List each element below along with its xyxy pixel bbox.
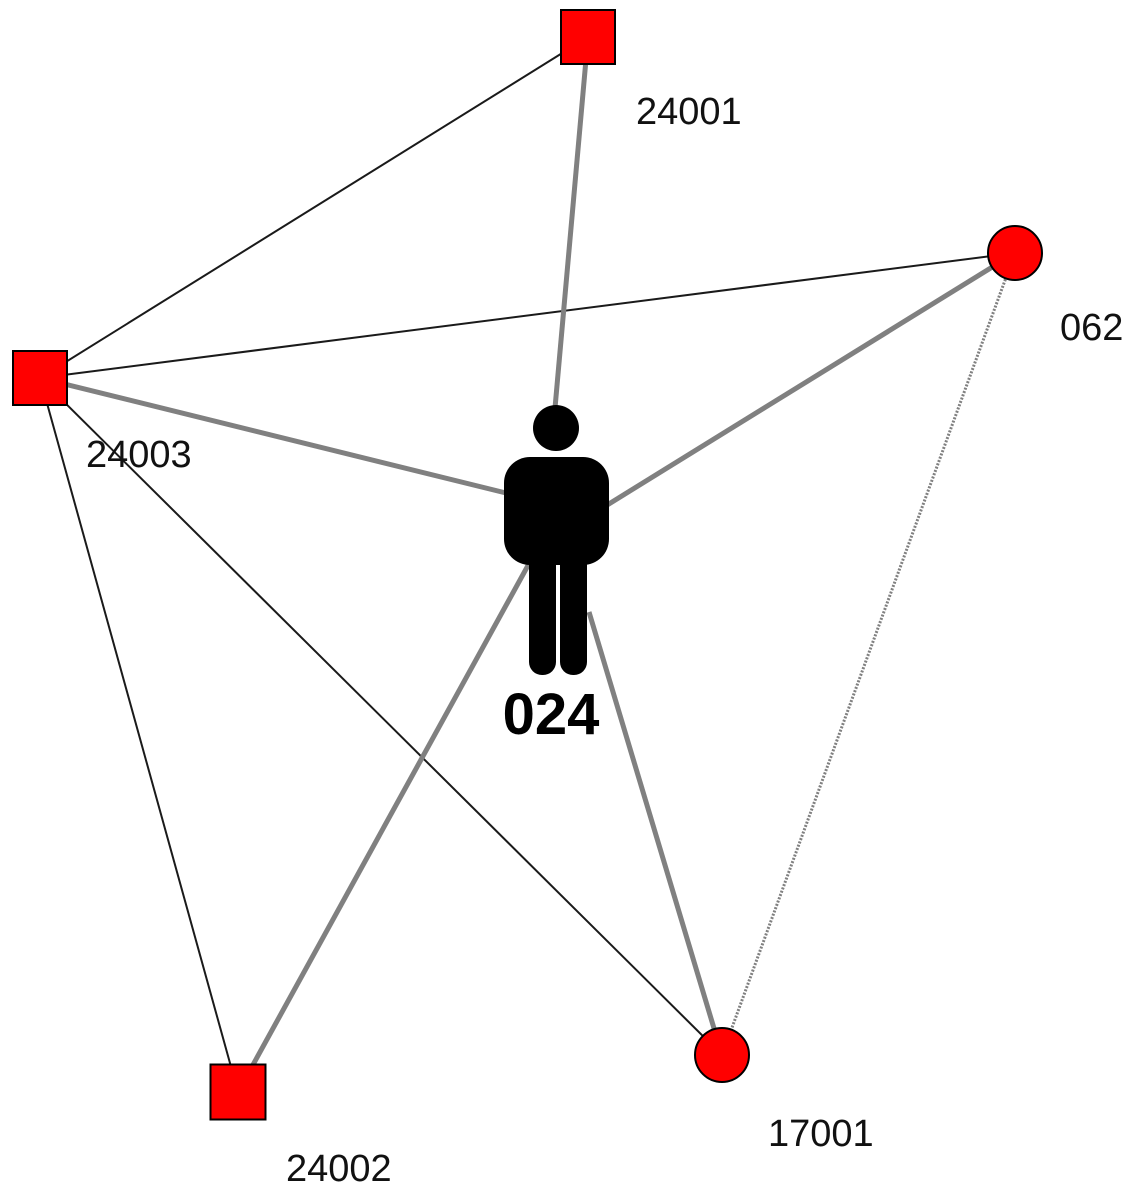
edge-24003-024	[39, 375, 507, 496]
edge-062-17001	[720, 252, 1017, 1056]
node-label: 24001	[636, 91, 742, 133]
edge-24001-024	[552, 36, 591, 409]
ego-label: 024	[503, 682, 600, 747]
square-node-icon	[560, 9, 616, 65]
edge-24003-17001	[39, 377, 723, 1056]
edge-062-024	[602, 250, 1017, 510]
edge-24002-024	[235, 558, 534, 1094]
node-17001[interactable]: 17001	[694, 1027, 874, 1155]
edges-layer	[39, 36, 1017, 1094]
edge-24003-24001	[39, 36, 589, 379]
node-label: 24002	[286, 1148, 392, 1187]
node-label: 17001	[768, 1113, 874, 1155]
circle-node-icon	[987, 225, 1043, 281]
edge-24003-24002	[39, 377, 239, 1093]
person-icon	[504, 405, 609, 675]
square-node-icon	[12, 350, 68, 406]
node-24001[interactable]: 24001	[560, 9, 742, 133]
nodes-layer: 24001 062 24003 24002 17001	[12, 9, 1123, 1187]
edge-24003-062	[39, 252, 1016, 379]
node-label: 062	[1060, 307, 1123, 349]
ego-node[interactable]: 024	[503, 405, 609, 747]
node-24003[interactable]: 24003	[12, 350, 192, 476]
node-062[interactable]: 062	[987, 225, 1123, 349]
edge-17001-024	[586, 611, 725, 1056]
circle-node-icon	[694, 1027, 750, 1083]
node-24002[interactable]: 24002	[209, 1063, 392, 1187]
node-label: 24003	[86, 434, 192, 476]
square-node-icon	[209, 1063, 267, 1121]
